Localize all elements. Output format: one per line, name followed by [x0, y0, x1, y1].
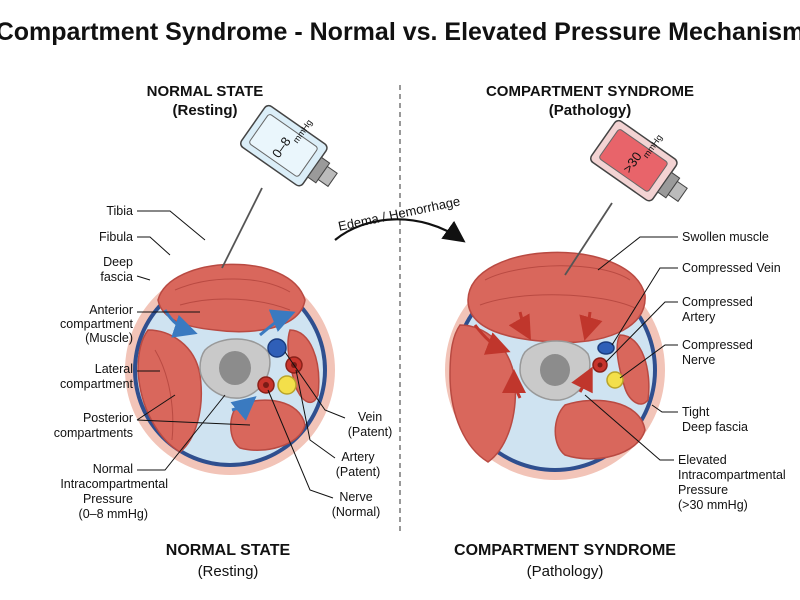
- left-pressure-gauge: [240, 104, 338, 188]
- pressure-arrow-1: [473, 324, 511, 355]
- label-compressed-nerve-2: Nerve: [682, 353, 715, 367]
- right-footer-heading: COMPARTMENT SYNDROME: [454, 542, 676, 559]
- pathology-cross-section: [445, 251, 665, 480]
- label-anterior-2: compartment: [60, 317, 133, 331]
- label-posterior-2: compartments: [54, 426, 133, 440]
- label-swollen-muscle: Swollen muscle: [682, 230, 769, 244]
- label-lateral-1: Lateral: [95, 362, 133, 376]
- label-anterior-1: Anterior: [89, 303, 133, 317]
- pressure-arrow-2: [508, 311, 531, 341]
- label-elevated-2: Intracompartmental: [678, 468, 786, 482]
- label-tight-fascia-2: Deep fascia: [682, 420, 748, 434]
- label-pressure-3: Pressure: [83, 492, 133, 506]
- pressure-arrow-5: [571, 366, 593, 394]
- label-pressure-2: Intracompartmental: [60, 477, 168, 491]
- anterior-muscle: [157, 263, 306, 333]
- right-heading: COMPARTMENT SYNDROME: [486, 83, 694, 100]
- label-compressed-vein: Compressed Vein: [682, 261, 781, 275]
- label-deep-fascia-2: fascia: [100, 270, 133, 284]
- left-labels: Tibia Fibula Deep fascia Anterior compar…: [54, 204, 392, 521]
- label-anterior-3: (Muscle): [85, 331, 133, 345]
- label-elevated-3: Pressure: [678, 483, 728, 497]
- left-subheading: (Resting): [173, 102, 238, 119]
- label-compressed-artery-2: Artery: [682, 310, 716, 324]
- label-fibula: Fibula: [99, 230, 133, 244]
- tibia-marrow: [219, 351, 251, 385]
- right-labels: Swollen muscle Compressed Vein Compresse…: [584, 230, 786, 512]
- pressure-arrow-4: [502, 369, 527, 399]
- page-title: Compartment Syndrome - Normal vs. Elevat…: [0, 18, 800, 46]
- label-nerve-1: Nerve: [339, 490, 372, 504]
- left-heading: NORMAL STATE: [147, 83, 264, 100]
- flow-arrow-3: [230, 396, 257, 421]
- label-tibia: Tibia: [106, 204, 133, 218]
- flow-arrow-1: [163, 309, 198, 338]
- label-elevated-1: Elevated: [678, 453, 727, 467]
- right-footer-sub: (Pathology): [527, 563, 604, 580]
- label-artery-1: Artery: [341, 450, 375, 464]
- label-tight-fascia-1: Tight: [682, 405, 710, 419]
- vein-vessel: [267, 338, 287, 358]
- right-needle: [564, 202, 613, 276]
- label-vein-1: Vein: [358, 410, 382, 424]
- pressure-arrow-3: [579, 311, 603, 341]
- label-lateral-2: compartment: [60, 377, 133, 391]
- label-nerve-2: (Normal): [332, 505, 381, 519]
- left-needle: [221, 187, 263, 269]
- nerve: [277, 375, 297, 395]
- label-artery-2: (Patent): [336, 465, 380, 479]
- swollen-posterior-muscle-1: [554, 399, 646, 460]
- right-pressure-gauge: [590, 119, 688, 203]
- label-elevated-4: (>30 mmHg): [678, 498, 748, 512]
- compressed-vein: [597, 341, 615, 355]
- label-deep-fascia-1: Deep: [103, 255, 133, 269]
- compressed-nerve: [606, 371, 624, 389]
- left-footer-sub: (Resting): [198, 563, 259, 580]
- label-compressed-artery-1: Compressed: [682, 295, 753, 309]
- flow-arrow-2: [259, 309, 296, 337]
- label-compressed-nerve-1: Compressed: [682, 338, 753, 352]
- label-pressure-1: Normal: [93, 462, 133, 476]
- right-subheading: (Pathology): [549, 102, 632, 119]
- transition-arrow: [334, 218, 466, 243]
- swollen-posterior-muscle-2: [616, 334, 650, 405]
- label-posterior-1: Posterior: [83, 411, 133, 425]
- label-pressure-4: (0–8 mmHg): [79, 507, 148, 521]
- label-vein-2: (Patent): [348, 425, 392, 439]
- left-footer-heading: NORMAL STATE: [166, 542, 291, 559]
